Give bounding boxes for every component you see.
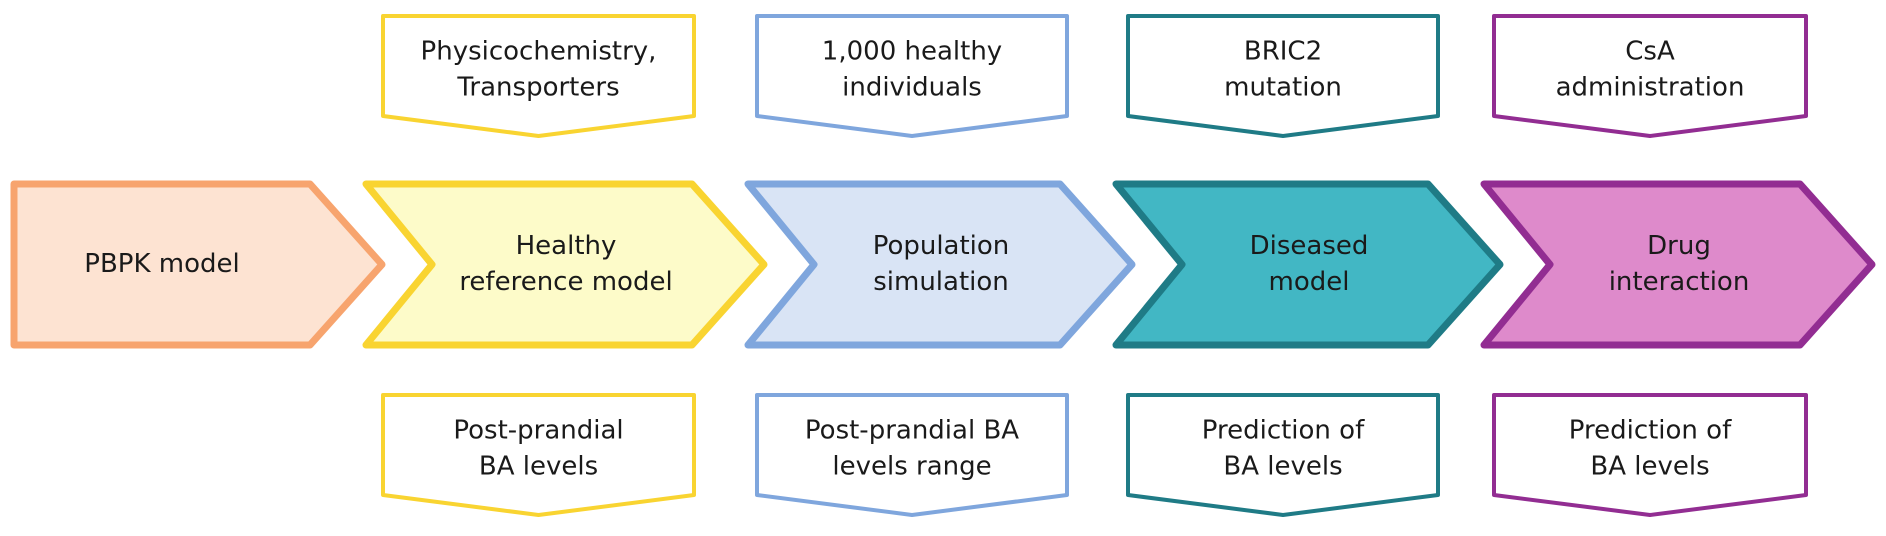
input-box-population <box>755 14 1069 138</box>
stage-chevron-population <box>744 180 1136 349</box>
stage-label-drug: Drug <box>1647 231 1711 261</box>
input-box-diseased <box>1126 14 1440 138</box>
input-box-drug <box>1492 14 1808 138</box>
output-label-healthy: BA levels <box>479 452 598 482</box>
stage-label-diseased: model <box>1269 267 1350 297</box>
input-box-healthy <box>381 14 696 138</box>
input-label-population: 1,000 healthy <box>822 37 1002 67</box>
stage-label-pbpk: PBPK model <box>84 249 239 279</box>
stage-label-healthy: Healthy <box>516 231 617 261</box>
input-label-diseased: mutation <box>1224 73 1342 103</box>
output-box-population <box>755 393 1069 517</box>
output-label-healthy: Post-prandial <box>453 416 623 446</box>
output-label-diseased: Prediction of <box>1202 416 1365 446</box>
stage-label-population: simulation <box>873 267 1009 297</box>
output-label-diseased: BA levels <box>1223 452 1342 482</box>
input-label-drug: CsA <box>1625 37 1675 67</box>
output-label-population: Post-prandial BA <box>805 416 1019 446</box>
output-label-drug: Prediction of <box>1569 416 1732 446</box>
input-label-drug: administration <box>1556 73 1745 103</box>
stage-chevrons: PBPK model Healthy reference model Populati… <box>10 180 1876 349</box>
stage-chevron-diseased <box>1112 180 1504 349</box>
stage-chevron-drug <box>1480 180 1876 349</box>
stage-label-population: Population <box>873 231 1010 261</box>
input-label-diseased: BRIC2 <box>1244 37 1322 67</box>
stage-chevron-healthy <box>362 180 768 349</box>
stage-chevron-pbpk <box>10 180 386 349</box>
stage-label-healthy: reference model <box>459 267 672 297</box>
output-box-diseased <box>1126 393 1440 517</box>
input-label-healthy: Physicochemistry, <box>421 37 657 67</box>
output-label-drug: BA levels <box>1590 452 1709 482</box>
annotation-boxes: Physicochemistry, TransportersPost-prandi… <box>381 14 1808 517</box>
input-label-population: individuals <box>842 73 982 103</box>
output-label-population: levels range <box>832 452 991 482</box>
stage-label-drug: interaction <box>1609 267 1750 297</box>
output-box-healthy <box>381 393 696 517</box>
stage-label-diseased: Diseased <box>1250 231 1369 261</box>
output-box-drug <box>1492 393 1808 517</box>
input-label-healthy: Transporters <box>456 73 619 103</box>
